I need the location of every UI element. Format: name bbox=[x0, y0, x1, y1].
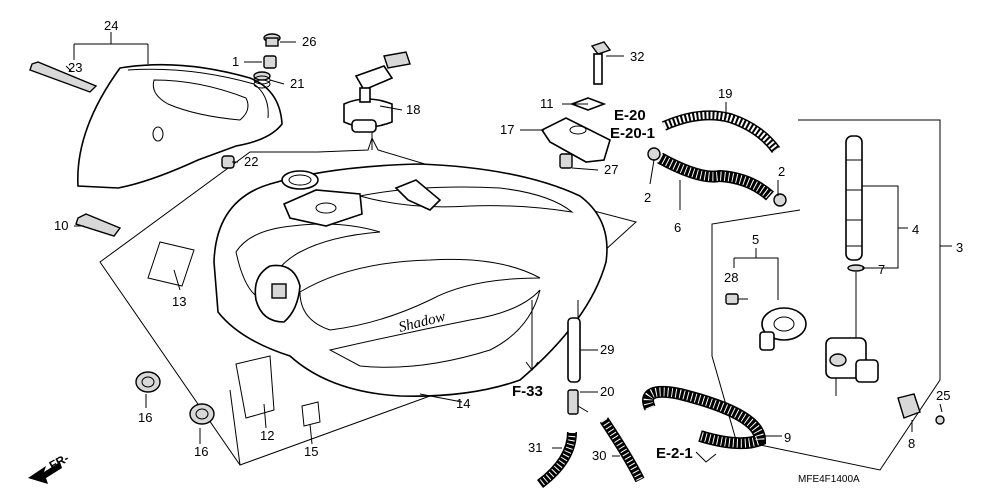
callout-17: 17 bbox=[500, 122, 514, 137]
callout-7: 7 bbox=[878, 262, 885, 277]
callout-14: 14 bbox=[456, 396, 470, 411]
tube-29 bbox=[567, 317, 581, 383]
callout-6: 6 bbox=[674, 220, 681, 235]
hose-30 bbox=[599, 417, 645, 483]
ref-f33: F-33 bbox=[512, 383, 543, 400]
callout-23: 23 bbox=[68, 60, 82, 75]
screw-28 bbox=[725, 293, 748, 305]
strainer-4 bbox=[845, 135, 863, 261]
callout-30: 30 bbox=[592, 448, 606, 463]
label-15 bbox=[301, 401, 321, 427]
tank-cover bbox=[77, 63, 283, 189]
callout-9: 9 bbox=[784, 430, 791, 445]
callout-28: 28 bbox=[724, 270, 738, 285]
leader-lines bbox=[65, 32, 952, 466]
callout-15: 15 bbox=[304, 444, 318, 459]
callout-2a: 2 bbox=[644, 190, 651, 205]
fuel-valve-box-3 bbox=[711, 119, 941, 471]
knob-8 bbox=[897, 393, 921, 419]
sticker-13 bbox=[147, 241, 195, 287]
front-arrow-icon: FR- bbox=[28, 451, 71, 484]
connector-20 bbox=[567, 389, 589, 415]
ref-e2-1: E-2-1 bbox=[656, 445, 693, 462]
collar-1 bbox=[263, 55, 277, 69]
screw-25 bbox=[935, 415, 945, 425]
callout-20: 20 bbox=[600, 384, 614, 399]
callout-13: 13 bbox=[172, 294, 186, 309]
rubber-16a bbox=[135, 371, 161, 393]
callout-21: 21 bbox=[290, 76, 304, 91]
diagram-code: MFE4F1400A bbox=[798, 474, 860, 485]
callout-19: 19 bbox=[718, 86, 732, 101]
fuel-tank: Shadow bbox=[213, 163, 608, 397]
ref-e20: E-20 bbox=[614, 107, 646, 124]
hose-31 bbox=[536, 431, 577, 488]
callout-8: 8 bbox=[908, 436, 915, 451]
callout-1: 1 bbox=[232, 54, 239, 69]
clip-2b bbox=[773, 193, 787, 207]
callout-5: 5 bbox=[752, 232, 759, 247]
breather-hose-19 bbox=[661, 110, 781, 154]
sticker-12 bbox=[235, 355, 275, 419]
callout-26: 26 bbox=[302, 34, 316, 49]
callout-22: 22 bbox=[244, 154, 258, 169]
screw-26 bbox=[263, 33, 281, 47]
callout-18: 18 bbox=[406, 102, 420, 117]
strip-10 bbox=[75, 213, 122, 237]
callout-25: 25 bbox=[936, 388, 950, 403]
hose-9 bbox=[642, 385, 767, 450]
callout-27: 27 bbox=[604, 162, 618, 177]
fuel-hose-6 bbox=[657, 152, 775, 201]
clip-2a bbox=[647, 147, 661, 161]
bracket-17 bbox=[540, 117, 611, 163]
callout-3: 3 bbox=[956, 240, 963, 255]
fuel-cap-18 bbox=[343, 51, 411, 133]
o-ring-7 bbox=[847, 264, 865, 272]
callout-32: 32 bbox=[630, 49, 644, 64]
callout-29: 29 bbox=[600, 342, 614, 357]
callout-16a: 16 bbox=[138, 410, 152, 425]
diaphragm-5 bbox=[759, 307, 807, 351]
fuel-valve bbox=[825, 337, 879, 396]
callout-4: 4 bbox=[912, 222, 919, 237]
callout-31: 31 bbox=[528, 440, 542, 455]
rubber-16b bbox=[189, 403, 215, 425]
ref-e20-1: E-20-1 bbox=[610, 125, 655, 142]
strip-23 bbox=[29, 61, 98, 93]
callout-12: 12 bbox=[260, 428, 274, 443]
bolt-32 bbox=[590, 41, 612, 85]
callout-2b: 2 bbox=[778, 164, 785, 179]
callout-16b: 16 bbox=[194, 444, 208, 459]
callout-11: 11 bbox=[540, 96, 554, 111]
callout-10: 10 bbox=[54, 218, 68, 233]
callout-24: 24 bbox=[104, 18, 118, 33]
collar-27 bbox=[559, 153, 573, 169]
